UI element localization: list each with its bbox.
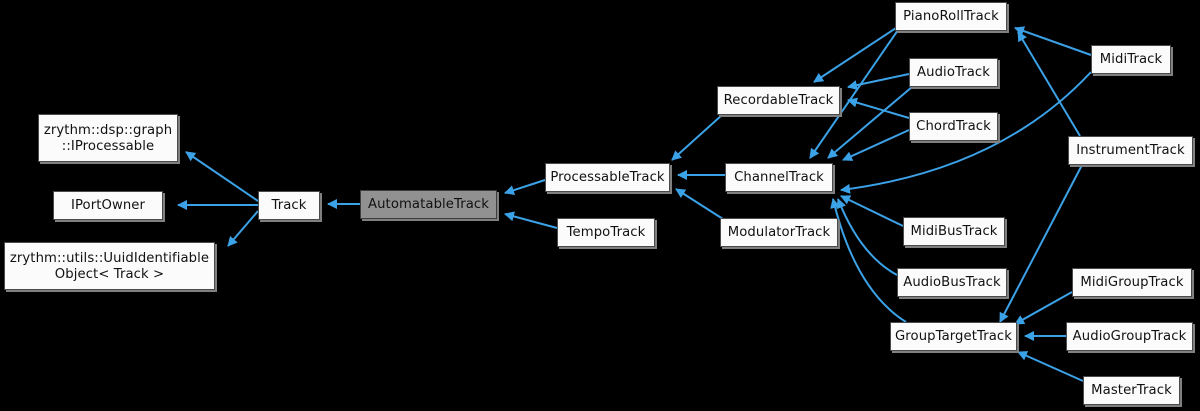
inheritance-edge-processabletrack-to-automatabletrack: [504, 179, 546, 195]
class-node-recordabletrack[interactable]: RecordableTrack: [717, 86, 840, 115]
inheritance-edge-instrumenttrack-to-pianorolltrack: [1017, 31, 1081, 137]
class-node-audiobustrack[interactable]: AudioBusTrack: [897, 268, 1007, 297]
inheritance-edge-miditrack-to-channeltrack: [840, 71, 1092, 194]
class-node-audiogrouptrack[interactable]: AudioGroupTrack: [1066, 322, 1193, 351]
inheritance-edge-track-to-iprocessable: [185, 151, 259, 202]
inheritance-edge-track-to-uuidobject: [227, 210, 259, 247]
inheritance-edge-audiotrack-to-recordabletrack: [847, 73, 910, 91]
inheritance-edge-grouptargettrack-to-channeltrack: [830, 198, 907, 323]
inheritance-edge-chordtrack-to-recordabletrack: [847, 97, 910, 119]
inheritance-edge-modulatortrack-to-processabletrack: [675, 188, 724, 220]
class-node-midibustrack[interactable]: MidiBusTrack: [903, 217, 1005, 246]
inheritance-edge-midigrouptrack-to-grouptargettrack: [1014, 291, 1073, 325]
class-node-channeltrack[interactable]: ChannelTrack: [725, 163, 833, 192]
class-node-miditrack[interactable]: MidiTrack: [1091, 45, 1171, 74]
class-node-grouptargettrack[interactable]: GroupTargetTrack: [890, 322, 1017, 351]
class-node-pianorolltrack[interactable]: PianoRollTrack: [895, 2, 1007, 31]
inheritance-edge-mastertrack-to-grouptargettrack: [1017, 351, 1084, 382]
class-node-iportowner[interactable]: IPortOwner: [53, 191, 163, 220]
inheritance-edge-recordabletrack-to-processabletrack: [671, 114, 723, 161]
inheritance-edge-instrumenttrack-to-grouptargettrack: [999, 164, 1083, 323]
inheritance-edge-tempotrack-to-automatabletrack: [504, 211, 558, 229]
inheritance-edge-midibustrack-to-channeltrack: [840, 195, 904, 227]
class-node-instrumenttrack[interactable]: InstrumentTrack: [1068, 136, 1193, 165]
inheritance-edge-audiobustrack-to-channeltrack: [836, 198, 898, 276]
class-node-audiotrack[interactable]: AudioTrack: [909, 58, 998, 87]
inheritance-edge-pianorolltrack-to-recordabletrack: [813, 27, 897, 83]
class-node-mastertrack[interactable]: MasterTrack: [1083, 376, 1180, 405]
inheritance-edge-chordtrack-to-channeltrack: [842, 129, 910, 161]
class-node-uuidobject[interactable]: zrythm::utils::UuidIdentifiable Object< …: [4, 242, 215, 290]
inheritance-edge-audiotrack-to-channeltrack: [827, 86, 913, 159]
class-node-iprocessable[interactable]: zrythm::dsp::graph ::IProcessable: [38, 114, 178, 162]
inheritance-edge-miditrack-to-pianorolltrack: [1014, 26, 1092, 56]
inheritance-edges: [177, 26, 1092, 382]
class-node-automatabletrack[interactable]: AutomatableTrack: [360, 190, 497, 219]
inheritance-edge-pianorolltrack-to-channeltrack: [809, 29, 899, 159]
class-node-modulatortrack[interactable]: ModulatorTrack: [720, 218, 838, 247]
class-node-processabletrack[interactable]: ProcessableTrack: [545, 163, 670, 192]
class-node-midigrouptrack[interactable]: MidiGroupTrack: [1072, 268, 1192, 297]
class-node-chordtrack[interactable]: ChordTrack: [909, 112, 998, 141]
class-node-tempotrack[interactable]: TempoTrack: [557, 218, 655, 247]
class-node-track[interactable]: Track: [258, 191, 320, 220]
